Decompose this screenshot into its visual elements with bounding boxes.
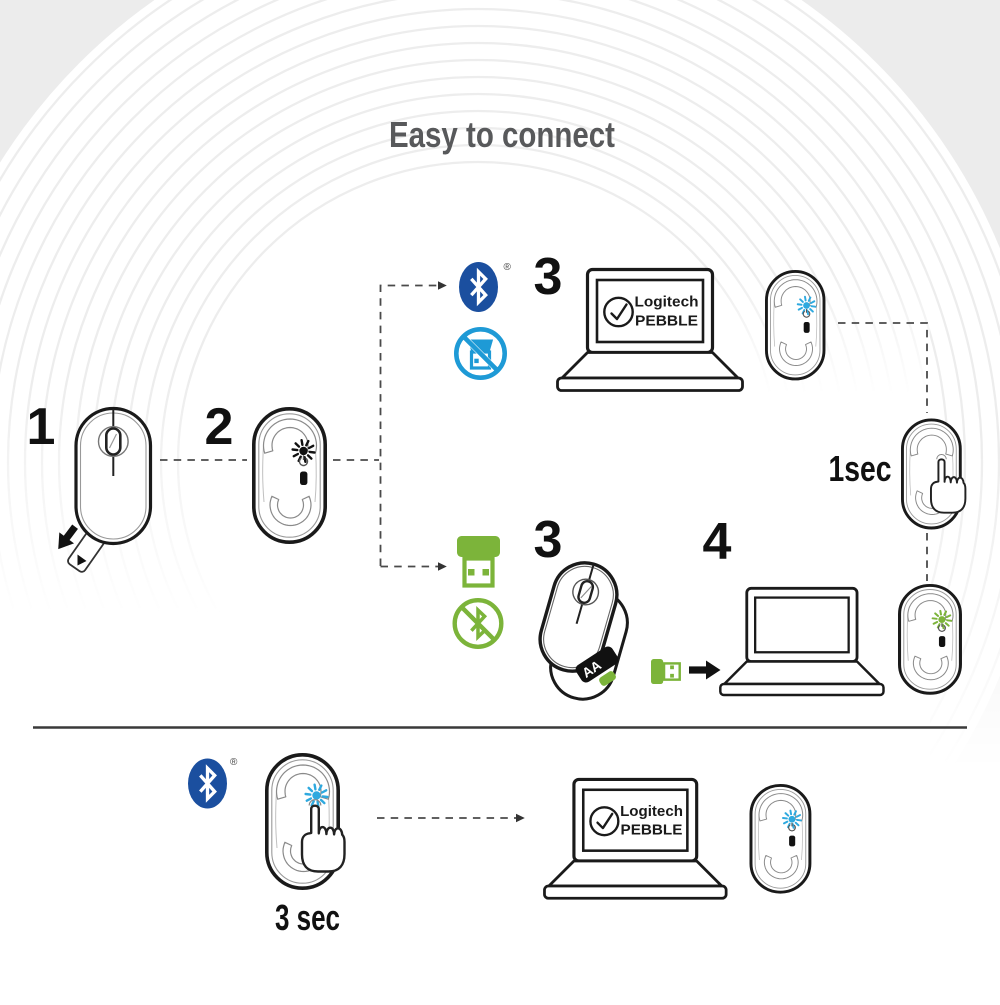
svg-text:Easy to connect: Easy to connect — [389, 114, 615, 155]
svg-text:3 sec: 3 sec — [275, 897, 340, 938]
svg-text:3: 3 — [534, 248, 563, 306]
svg-text:2: 2 — [205, 398, 234, 456]
svg-text:4: 4 — [703, 513, 732, 571]
svg-text:3: 3 — [534, 511, 563, 569]
svg-text:®: ® — [504, 262, 512, 273]
svg-text:1sec: 1sec — [829, 448, 892, 489]
svg-text:1: 1 — [27, 398, 56, 456]
svg-text:®: ® — [230, 757, 238, 768]
